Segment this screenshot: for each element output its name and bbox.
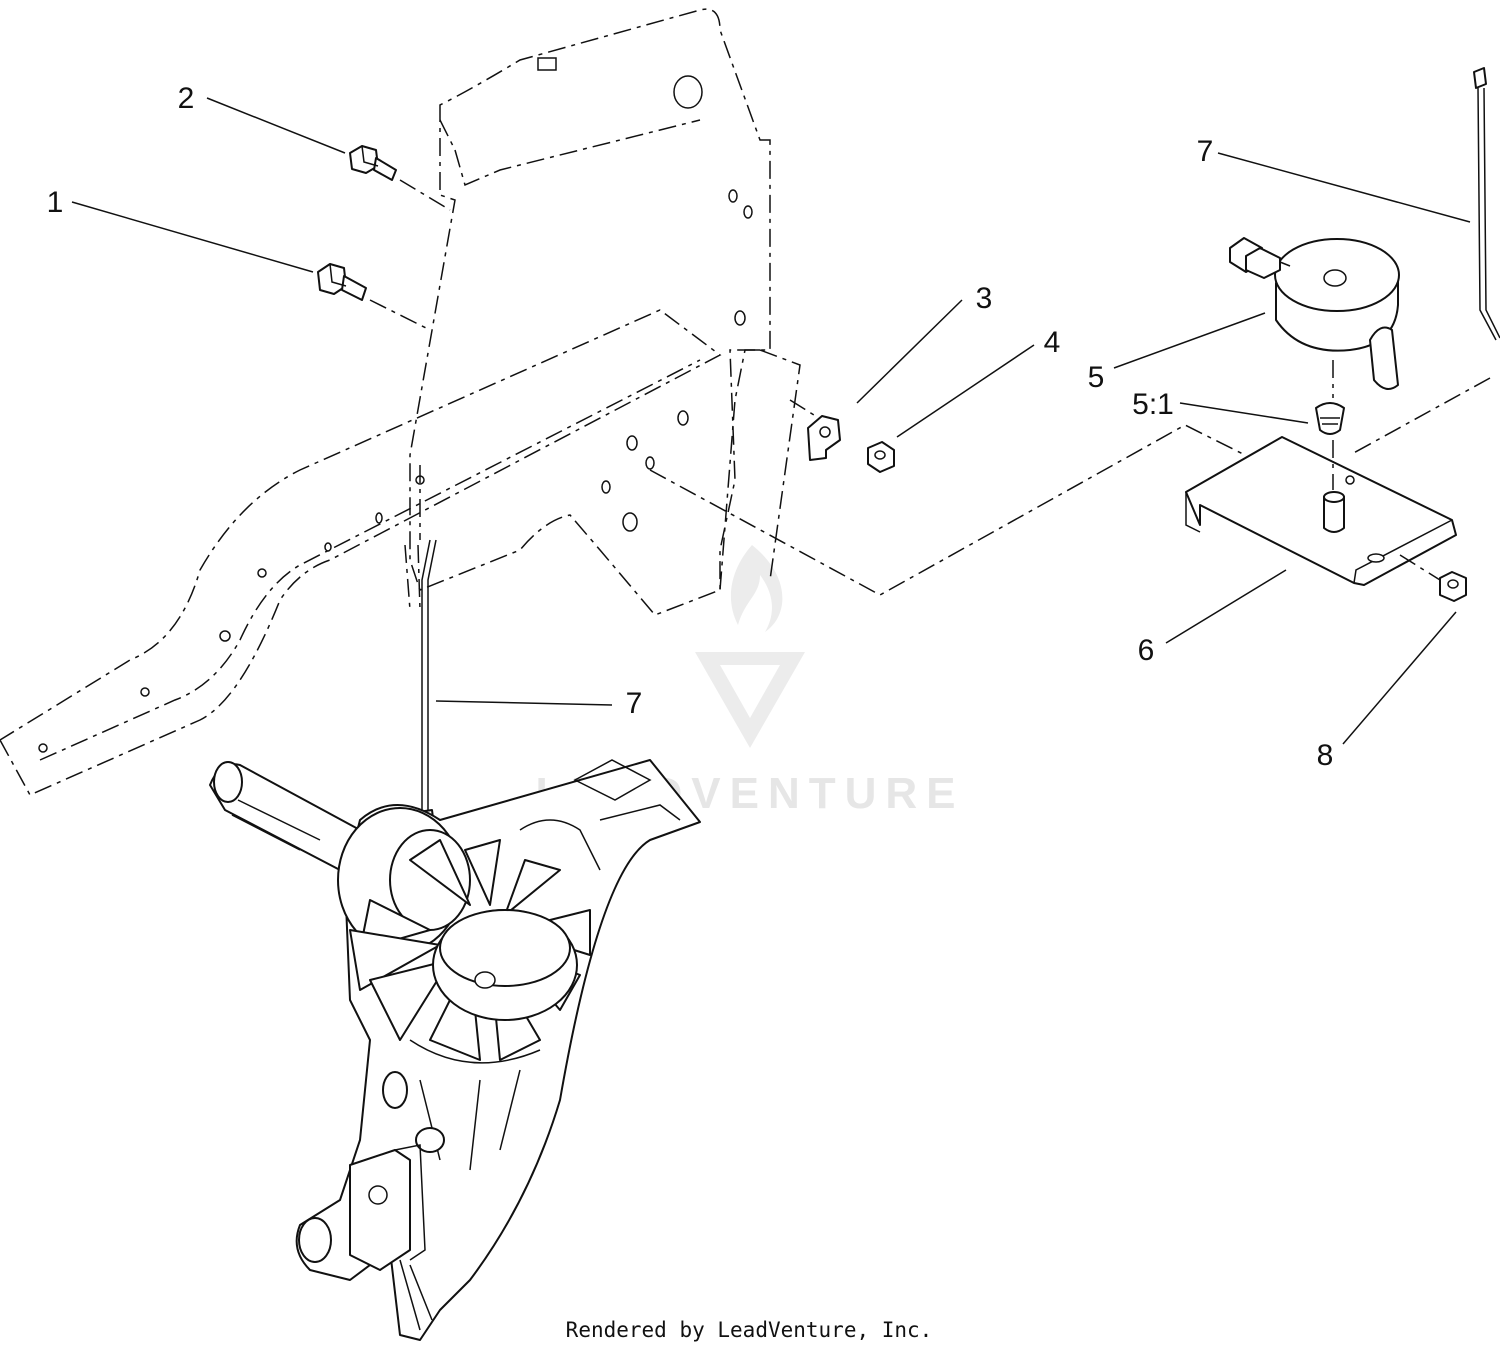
cable-tie-7-right	[1473, 67, 1500, 341]
callout-2: 2	[178, 82, 195, 115]
cap-5-1	[1315, 360, 1345, 435]
cable-tie-7-left	[417, 539, 437, 829]
bolt-2	[349, 145, 397, 181]
callout-8: 8	[1317, 739, 1334, 772]
nut-8	[1399, 554, 1467, 602]
square-hole	[537, 57, 557, 71]
leader-lines	[71, 97, 1471, 745]
callout-5: 5	[1088, 361, 1105, 394]
alarm-5	[1229, 237, 1400, 390]
callout-4: 4	[1044, 326, 1061, 359]
nut-4	[867, 441, 895, 473]
footer-credit: Rendered by LeadVenture, Inc.	[566, 1318, 933, 1342]
callout-labels: 1 2 3 4 5 5:1 6 7 7 8	[47, 82, 1334, 772]
frame-plate	[0, 8, 801, 796]
callout-1: 1	[47, 186, 64, 219]
bracket-6	[1185, 436, 1457, 586]
callout-7-bottom: 7	[626, 687, 643, 720]
callout-7-top: 7	[1197, 135, 1214, 168]
clamp-3	[807, 415, 841, 461]
bolt-1	[317, 263, 367, 301]
callout-6: 6	[1138, 634, 1155, 667]
callout-5-1: 5:1	[1132, 388, 1174, 421]
watermark-v-icon	[695, 652, 805, 748]
watermark-flame-icon	[730, 545, 783, 632]
callout-3: 3	[976, 282, 993, 315]
transmission-assembly	[209, 759, 701, 1341]
